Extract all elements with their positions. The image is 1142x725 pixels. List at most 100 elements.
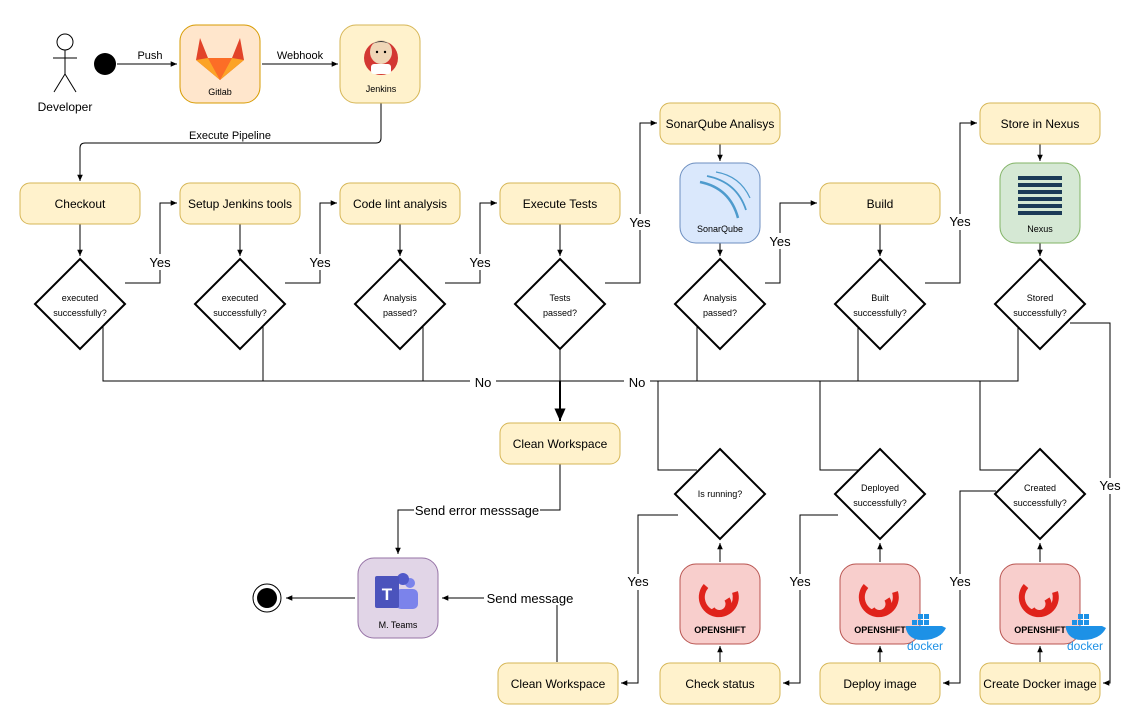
decision-8[interactable]: Is running?: [673, 447, 767, 541]
svg-text:Check status: Check status: [685, 677, 754, 691]
step-checkout[interactable]: Checkout: [19, 182, 141, 225]
svg-text:Is running?: Is running?: [698, 489, 743, 499]
decision-9[interactable]: Deployed successfully?: [833, 447, 927, 541]
decision-6[interactable]: Built successfully?: [833, 257, 927, 351]
developer-actor: Developer: [38, 33, 93, 114]
yes-label: Yes: [629, 215, 651, 230]
svg-text:Tests: Tests: [549, 293, 571, 303]
sonarqube-icon: [699, 171, 751, 219]
svg-text:Create Docker image: Create Docker image: [983, 677, 1097, 691]
edge-yes-2: [285, 200, 337, 284]
svg-text:Deployed: Deployed: [861, 483, 899, 493]
svg-text:passed?: passed?: [383, 308, 417, 318]
svg-text:successfully?: successfully?: [1013, 308, 1067, 318]
svg-text:successfully?: successfully?: [213, 308, 267, 318]
svg-text:Nexus: Nexus: [1027, 224, 1053, 234]
developer-label: Developer: [38, 100, 93, 114]
decision-7[interactable]: Stored successfully?: [993, 257, 1087, 351]
docker-icon: docker: [1066, 614, 1106, 653]
yes-label: Yes: [627, 574, 649, 589]
edge-yes-10: [621, 514, 678, 686]
openshift-icon: [698, 584, 739, 618]
step-code-lint-analysis[interactable]: Code lint analysis: [339, 182, 461, 225]
svg-text:M. Teams: M. Teams: [379, 620, 418, 630]
svg-text:Setup Jenkins tools: Setup Jenkins tools: [188, 197, 292, 211]
svg-text:OPENSHIFT: OPENSHIFT: [1014, 625, 1066, 635]
edge-send-message: [442, 595, 558, 662]
send-message-label: Send message: [487, 591, 574, 606]
svg-text:executed: executed: [62, 293, 99, 303]
svg-text:Jenkins: Jenkins: [366, 84, 397, 94]
decision-3[interactable]: Analysis passed?: [353, 257, 447, 351]
svg-text:Built: Built: [871, 293, 889, 303]
svg-text:passed?: passed?: [543, 308, 577, 318]
yes-label: Yes: [309, 255, 331, 270]
svg-text:T: T: [382, 585, 393, 604]
openshift-icon: [858, 584, 899, 618]
decision-10[interactable]: Created successfully?: [993, 447, 1087, 541]
no-label: No: [629, 375, 646, 390]
svg-text:SonarQube: SonarQube: [697, 224, 743, 234]
svg-text:docker: docker: [1067, 639, 1103, 653]
decision-2[interactable]: executed successfully?: [193, 257, 287, 351]
start-node: [94, 53, 116, 75]
edge-yes-1: [125, 200, 177, 284]
step-sonarqube-analysis[interactable]: SonarQube Analisys: [659, 102, 781, 145]
jenkins-icon: [364, 40, 398, 75]
teams-node[interactable]: T M. Teams: [357, 557, 439, 639]
edge-no-d10: [979, 381, 1018, 471]
decision-1[interactable]: executed successfully?: [33, 257, 127, 351]
edge-yes-6: [925, 120, 977, 284]
yes-label: Yes: [789, 574, 811, 589]
step-store-in-nexus[interactable]: Store in Nexus: [979, 102, 1101, 145]
svg-text:Checkout: Checkout: [55, 197, 106, 211]
step-check-status[interactable]: Check status: [659, 662, 781, 705]
svg-text:Clean Workspace: Clean Workspace: [513, 437, 608, 451]
webhook-label: Webhook: [277, 50, 324, 62]
yes-label: Yes: [149, 255, 171, 270]
svg-text:Deploy image: Deploy image: [843, 677, 917, 691]
push-label: Push: [137, 50, 162, 62]
svg-text:Analysis: Analysis: [383, 293, 417, 303]
openshift-node-2[interactable]: OPENSHIFT: [839, 563, 921, 645]
no-label: No: [475, 375, 492, 390]
jenkins-node[interactable]: Jenkins: [339, 24, 421, 104]
step-setup-jenkins-tools[interactable]: Setup Jenkins tools: [179, 182, 301, 225]
svg-text:Execute Tests: Execute Tests: [523, 197, 597, 211]
gitlab-node[interactable]: Gitlab: [179, 24, 261, 104]
step-create-docker-image[interactable]: Create Docker image: [979, 662, 1101, 705]
sonarqube-node[interactable]: SonarQube: [679, 162, 761, 244]
yes-label: Yes: [469, 255, 491, 270]
svg-text:Created: Created: [1024, 483, 1056, 493]
nexus-icon: [1018, 176, 1062, 215]
svg-text:passed?: passed?: [703, 308, 737, 318]
nexus-node[interactable]: Nexus: [999, 162, 1081, 244]
step-build[interactable]: Build: [819, 182, 941, 225]
yes-label: Yes: [949, 574, 971, 589]
svg-text:successfully?: successfully?: [53, 308, 107, 318]
openshift-node-1[interactable]: OPENSHIFT: [679, 563, 761, 645]
decision-5[interactable]: Analysis passed?: [673, 257, 767, 351]
step-execute-tests[interactable]: Execute Tests: [499, 182, 621, 225]
openshift-node-3[interactable]: OPENSHIFT: [999, 563, 1081, 645]
svg-text:Analysis: Analysis: [703, 293, 737, 303]
end-node: [252, 583, 282, 613]
send-error-label: Send error messsage: [415, 503, 539, 518]
svg-text:successfully?: successfully?: [853, 498, 907, 508]
svg-text:successfully?: successfully?: [1013, 498, 1067, 508]
yes-label: Yes: [949, 214, 971, 229]
svg-text:Stored: Stored: [1027, 293, 1054, 303]
step-clean-workspace[interactable]: Clean Workspace: [499, 422, 621, 465]
svg-text:successfully?: successfully?: [853, 308, 907, 318]
yes-label: Yes: [769, 234, 791, 249]
step-deploy-image[interactable]: Deploy image: [819, 662, 941, 705]
edge-yes-9: [783, 514, 838, 686]
teams-icon: T: [375, 573, 418, 609]
svg-text:Clean Workspace: Clean Workspace: [511, 677, 606, 691]
svg-text:Code lint analysis: Code lint analysis: [353, 197, 447, 211]
edges: [77, 61, 1111, 686]
svg-text:executed: executed: [222, 293, 259, 303]
decision-4[interactable]: Tests passed?: [513, 257, 607, 351]
step-clean-workspace-final[interactable]: Clean Workspace: [497, 662, 619, 705]
